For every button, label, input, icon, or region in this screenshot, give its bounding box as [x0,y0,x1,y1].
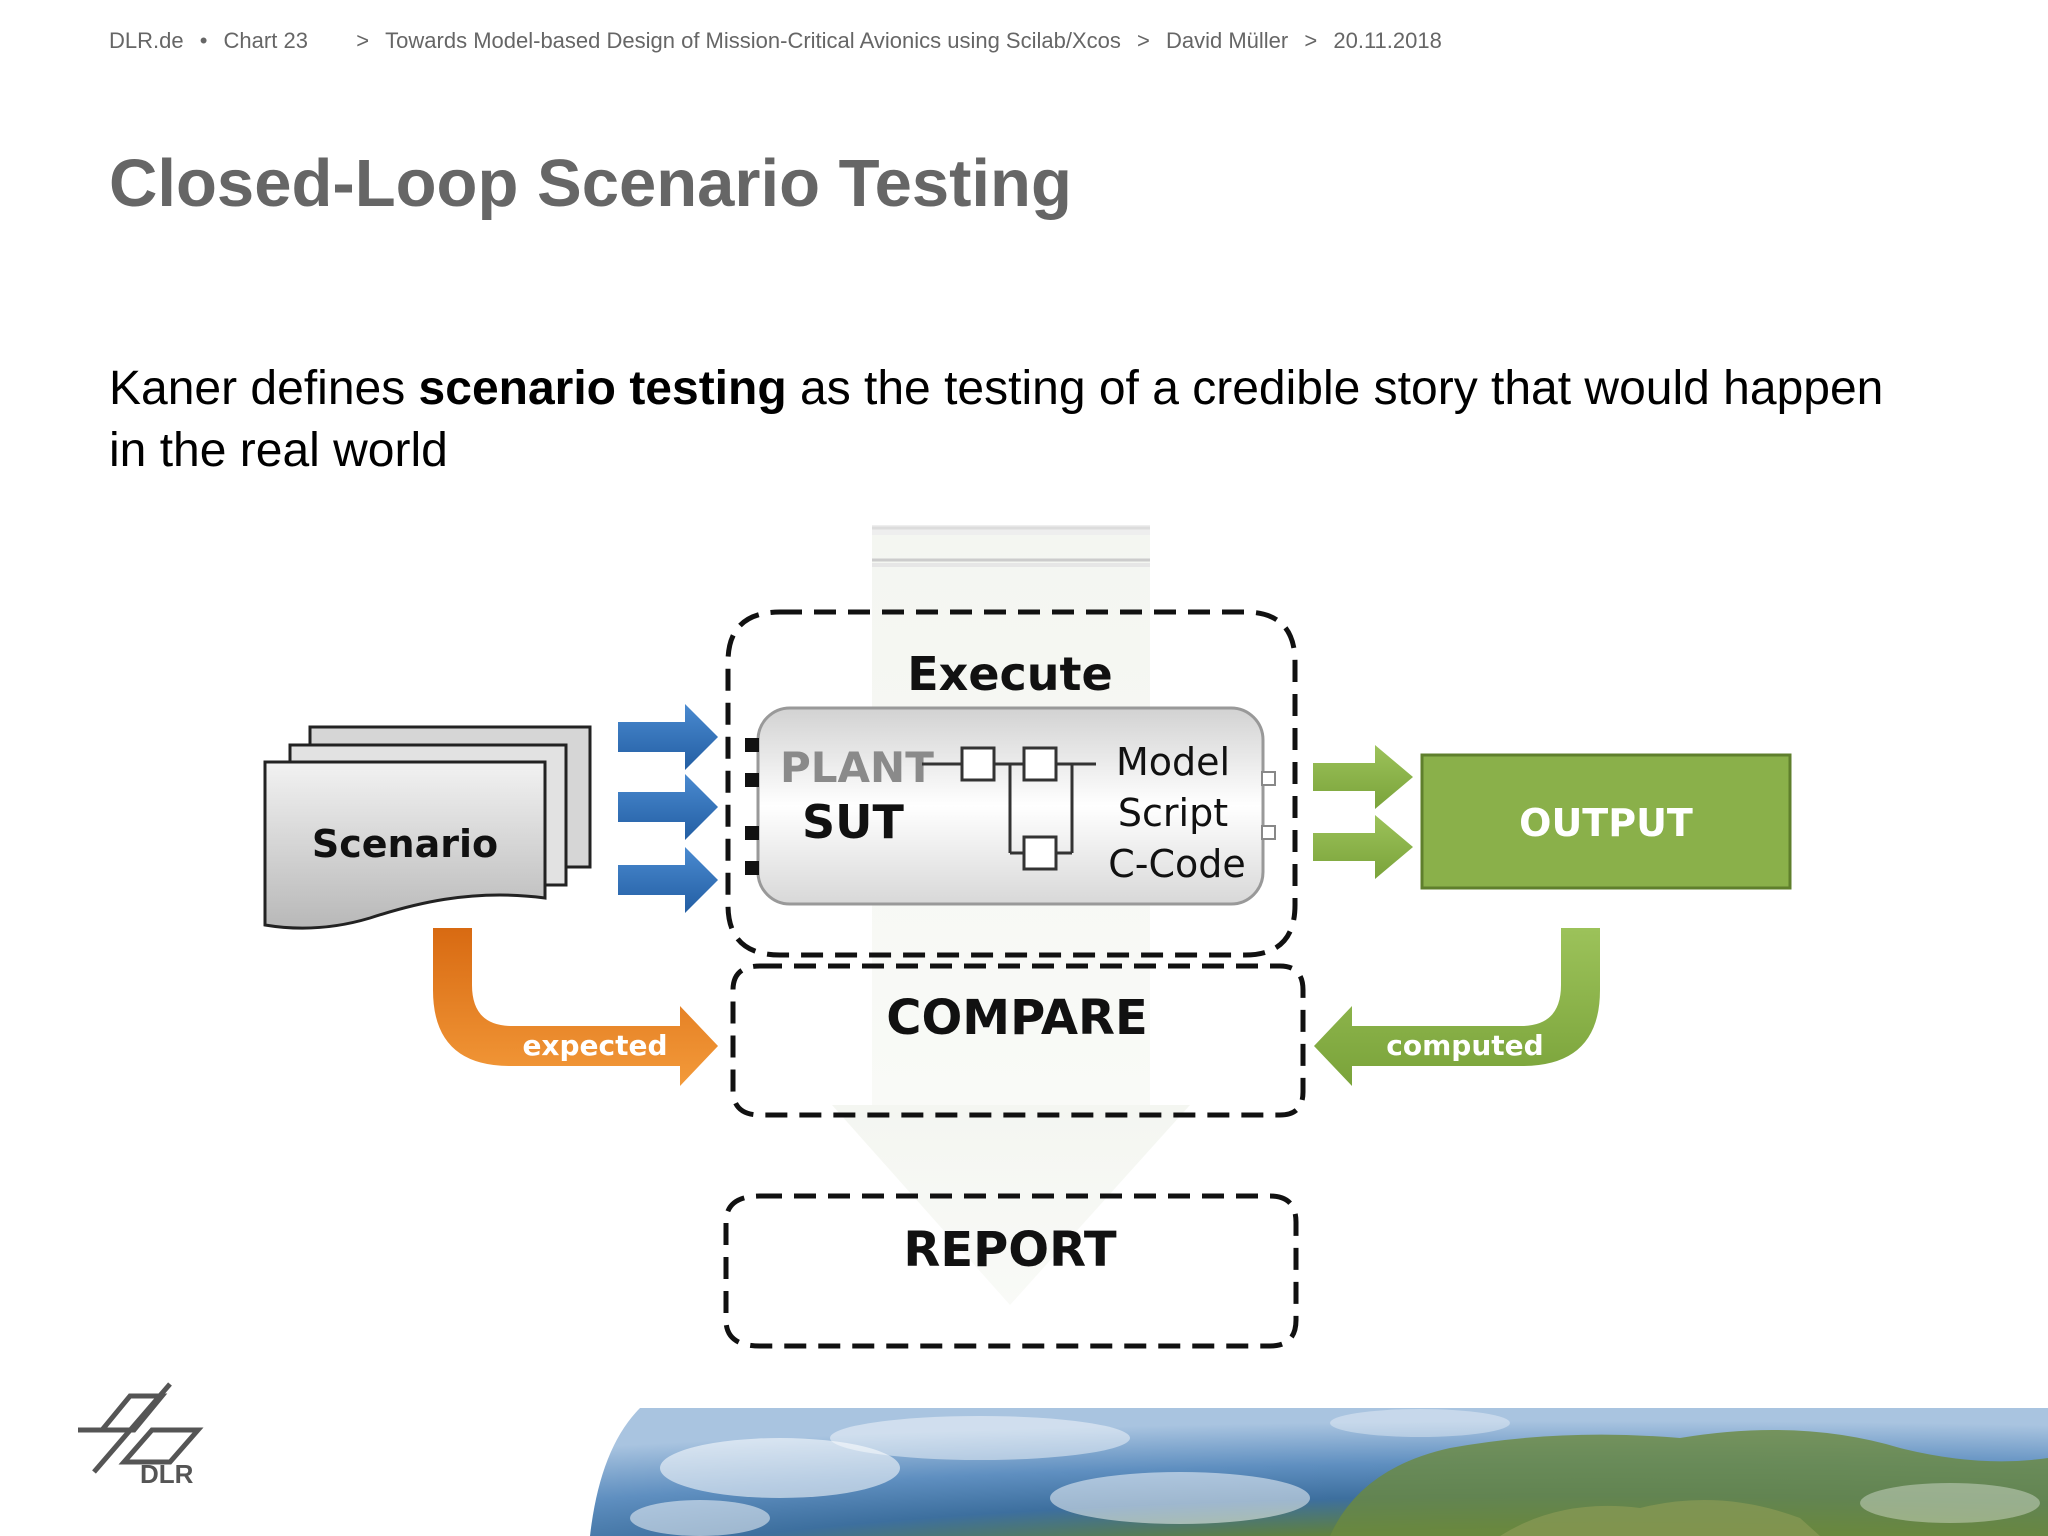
compare-label: COMPARE [886,990,1147,1046]
breadcrumb-separator: > [1304,28,1318,53]
output-box [1420,753,1792,890]
execute-label: Execute [907,647,1113,701]
breadcrumb-separator: > [1137,28,1150,53]
execute-frame [725,609,1298,958]
scenario-document-stack [263,725,592,930]
expected-label: expected [522,1029,667,1062]
scenario-label: Scenario [312,822,498,866]
scenario-input-arrows [618,704,718,913]
breadcrumb: DLR.de • Chart 23 > Towards Model-based … [109,28,1442,54]
page-title: Closed-Loop Scenario Testing [109,146,1072,221]
body-text-bold: scenario testing [418,362,787,415]
breadcrumb-presentation: Towards Model-based Design of Mission-Cr… [385,28,1121,53]
body-text-before: Kaner defines [109,362,419,415]
earth-banner-image [590,1408,2048,1536]
output-label: OUTPUT [1519,801,1693,845]
model-label: Model [1116,740,1230,784]
breadcrumb-separator: > [356,28,370,53]
report-frame [723,1193,1299,1349]
computed-arrow [1314,928,1600,1086]
slide-body-text: Kaner defines scenario testing as the te… [109,358,1909,482]
expected-arrow [433,928,718,1086]
breadcrumb-author: David Müller [1165,28,1289,53]
dlr-logo: DLR [78,1382,204,1488]
sut-output-ports [1261,771,1276,840]
body-text-after: as the testing of a credible story that … [109,362,1884,477]
output-arrows [1313,745,1413,879]
compare-frame [730,963,1306,1118]
process-flow-arrow [832,525,1190,1305]
breadcrumb-date: 20.11.2018 [1333,28,1442,53]
breadcrumb-bullet: • [199,28,208,53]
script-label: Script [1118,791,1228,835]
plant-label: PLANT [780,743,934,792]
dlr-logo-text: DLR [140,1459,194,1488]
computed-label: computed [1386,1029,1543,1062]
breadcrumb-site[interactable]: DLR.de [109,28,184,53]
breadcrumb-chart: Chart 23 [223,28,308,53]
report-label: REPORT [903,1222,1117,1278]
sut-label: SUT [802,795,904,849]
scenario-testing-diagram: Execute PLANT SUT Model Script C-Code Sc… [263,525,1792,1349]
sut-input-ports [745,738,759,875]
block-diagram-icon [922,746,1096,871]
c-code-label: C-Code [1108,842,1246,886]
